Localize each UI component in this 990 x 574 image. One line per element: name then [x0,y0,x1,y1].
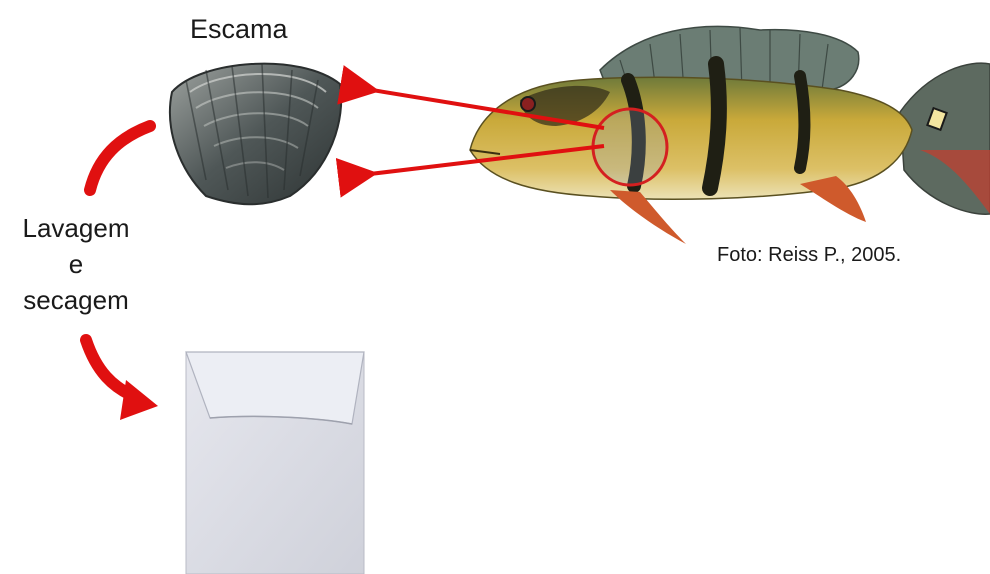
scale-title: Escama [190,14,288,45]
curve-arrow-head [120,380,158,420]
fish-scale-image [170,64,341,205]
process-line-2: e [6,246,146,282]
process-line-3: secagem [6,282,146,318]
peacock-bass-image [470,26,990,244]
process-line-1: Lavagem [6,210,146,246]
curve-arrow-top [90,126,150,190]
paper-envelope-image [186,352,364,574]
photo-credit: Foto: Reiss P., 2005. [717,244,901,267]
process-step-label: Lavagem e secagem [6,210,146,318]
